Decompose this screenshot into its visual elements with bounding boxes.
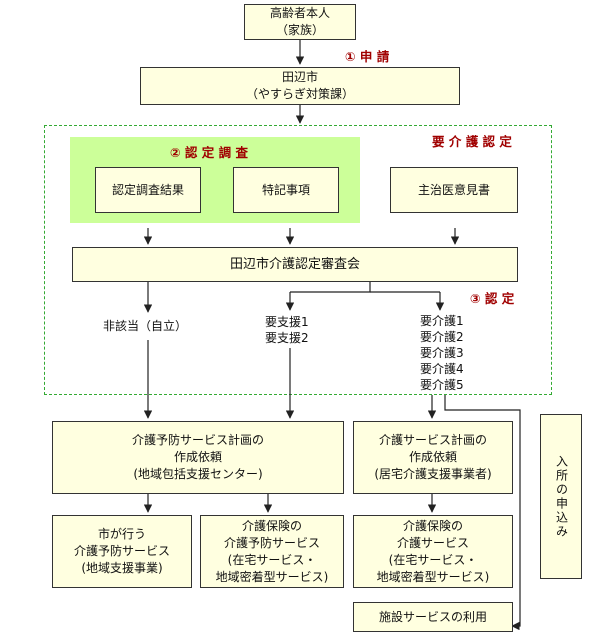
elderly-person-box: 高齢者本人 （家族） (244, 4, 356, 40)
facility-service-box: 施設サービスの利用 (353, 602, 513, 632)
insurance-care-box: 介護保険の 介護サービス (在宅サービス・ 地域密着型サービス) (353, 515, 513, 588)
review-board-box: 田辺市介護認定審査会 (72, 247, 518, 282)
result-not-applicable: 非該当（自立） (103, 319, 188, 333)
step3-label: ③ 認 定 (470, 291, 515, 306)
admission-application-box: 入所の申込み (540, 414, 582, 579)
result-care-levels: 要介護1 要介護2 要介護3 要介護4 要介護5 (420, 314, 464, 392)
step1-label: ① 申 請 (345, 49, 390, 64)
survey-result-box: 認定調査結果 (95, 167, 201, 213)
prevention-plan-box: 介護予防サービス計画の 作成依頼 (地域包括支援センター) (52, 421, 344, 494)
insurance-prevention-box: 介護保険の 介護予防サービス (在宅サービス・ 地域密着型サービス) (200, 515, 344, 588)
city-office-box: 田辺市 （やすらぎ対策課） (140, 67, 460, 105)
care-plan-box: 介護サービス計画の 作成依頼 (居宅介護支援事業者) (353, 421, 513, 494)
doctor-opinion-box: 主治医意見書 (390, 167, 518, 213)
special-notes-box: 特記事項 (233, 167, 339, 213)
result-support-levels: 要支援1 要支援2 (265, 315, 309, 345)
step2-label: ② 認 定 調 査 (170, 145, 248, 160)
care-certification-region (44, 125, 552, 395)
city-prevention-box: 市が行う 介護予防サービス (地域支援事業) (52, 515, 192, 588)
care-certification-label: 要 介 護 認 定 (432, 134, 512, 149)
